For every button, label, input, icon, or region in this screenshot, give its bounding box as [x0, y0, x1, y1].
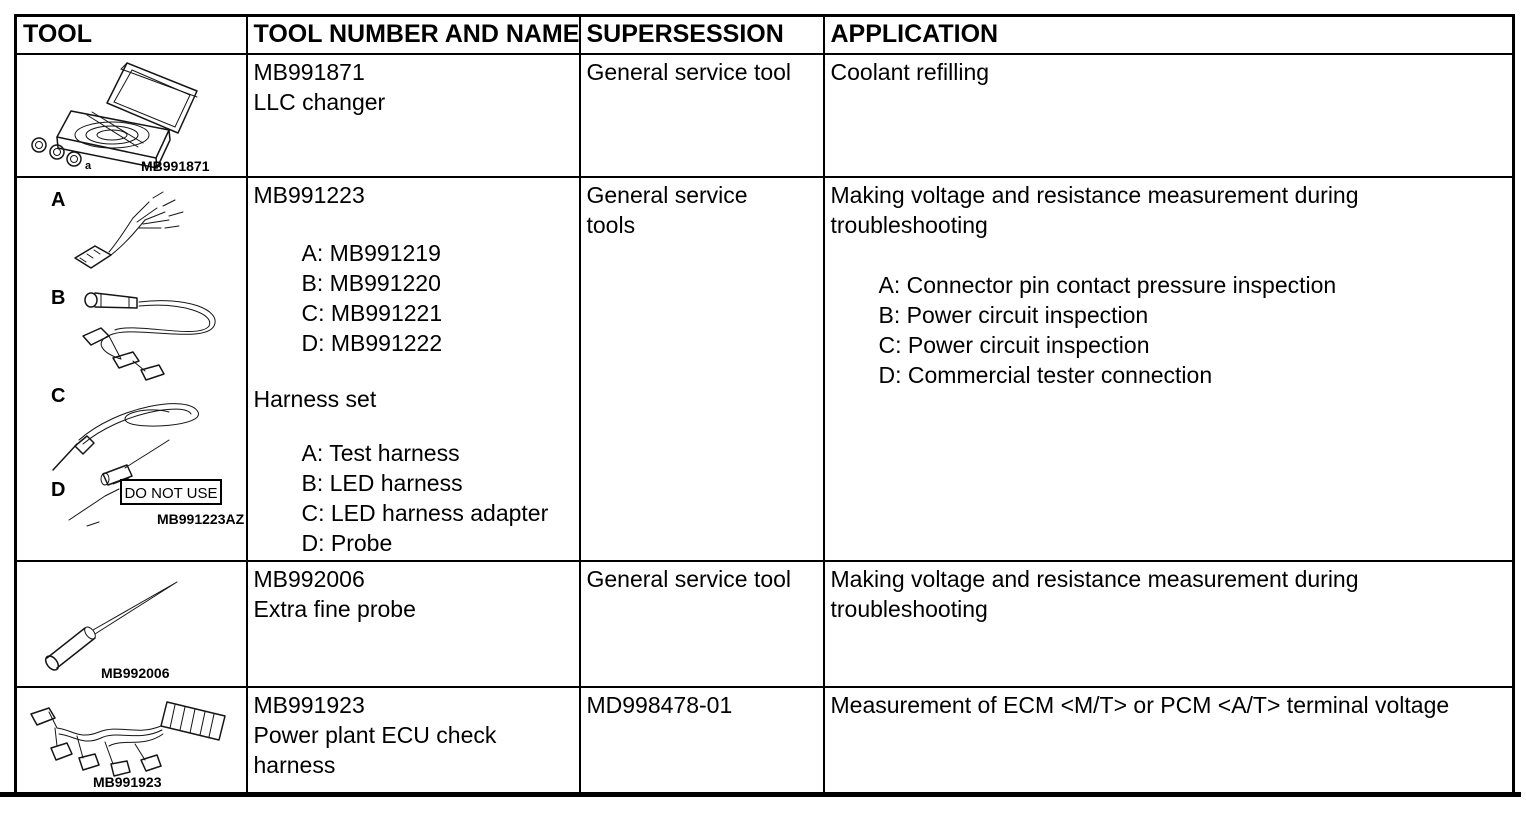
header-tool-number-and-name: TOOL NUMBER AND NAME — [245, 14, 581, 55]
application-cell: Coolant refilling — [822, 53, 1515, 178]
application-cell: Measurement of ECM <M/T> or PCM <A/T> te… — [822, 686, 1515, 795]
tool-number-cell: MB991923 Power plant ECU check harness — [245, 686, 581, 795]
ecu-check-harness-illustration: MB991923 — [30, 701, 226, 790]
sub-item: B: MB991220 — [301, 270, 441, 296]
sub-number-list: A: MB991219 B: MB991220 C: MB991221 D: M… — [302, 238, 573, 358]
sub-item: A: Test harness — [301, 440, 460, 466]
supersession-text: tools — [586, 212, 636, 238]
part-label-c: C — [51, 385, 65, 407]
header-row: TOOL TOOL NUMBER AND NAME SUPERSESSION A… — [14, 14, 1515, 55]
tool-name: Power plant ECU check — [253, 722, 497, 748]
tool-illustration-cell: MB992006 — [14, 560, 248, 688]
tool-caption: MB991223AZ — [157, 511, 244, 527]
page-bottom-rule — [0, 792, 1521, 797]
sub-item: A: MB991219 — [301, 240, 441, 266]
sub-item: A: Connector pin contact pressure inspec… — [878, 272, 1337, 298]
sub-item: C: Power circuit inspection — [878, 332, 1150, 358]
header-tool: TOOL — [14, 14, 248, 55]
part-label-b: B — [51, 287, 65, 309]
application-text: troubleshooting — [830, 596, 988, 622]
supersession-text: MD998478-01 — [586, 692, 733, 718]
sub-item: B: Power circuit inspection — [878, 302, 1149, 328]
sub-item: D: Probe — [301, 530, 393, 556]
tool-number-cell: MB991223 A: MB991219 B: MB991220 C: MB99… — [245, 176, 581, 562]
sub-item: D: MB991222 — [301, 330, 443, 356]
tool-name: harness — [253, 752, 336, 778]
supersession-cell: General service tools — [578, 176, 825, 562]
header-application: APPLICATION — [822, 14, 1515, 55]
tool-name: LLC changer — [253, 89, 386, 115]
table-row: MB992006 MB992006 Extra fine probe Gener… — [14, 560, 1515, 688]
table-row: a MB991871 MB991871 LLC changer General … — [14, 53, 1515, 178]
extra-fine-probe-illustration: MB992006 — [44, 581, 178, 681]
header-supersession: SUPERSESSION — [578, 14, 825, 55]
supersession-cell: General service tool — [578, 560, 825, 688]
tool-caption: MB991923 — [93, 774, 162, 790]
tool-number: MB991871 — [253, 59, 365, 85]
application-text: Making voltage and resistance measuremen… — [830, 182, 1359, 208]
do-not-use-label: DO NOT USE — [124, 485, 217, 502]
sub-item: C: LED harness adapter — [301, 500, 549, 526]
sub-item: D: Commercial tester connection — [878, 362, 1213, 388]
tool-number-cell: MB992006 Extra fine probe — [245, 560, 581, 688]
part-label-d: D — [51, 479, 65, 501]
supersession-text: General service tool — [586, 59, 792, 85]
supersession-cell: General service tool — [578, 53, 825, 178]
parts-note-label: a — [85, 160, 92, 172]
tool-number: MB991923 — [253, 692, 365, 718]
tool-number: MB992006 — [253, 566, 365, 592]
tool-name: Extra fine probe — [253, 596, 416, 622]
sub-item: B: LED harness — [301, 470, 463, 496]
do-not-use-box — [120, 479, 222, 505]
sub-name-list: A: Test harness B: LED harness C: LED ha… — [302, 438, 573, 558]
llc-changer-illustration: a MB991871 — [31, 62, 210, 174]
special-tool-table: TOOL TOOL NUMBER AND NAME SUPERSESSION A… — [14, 14, 1515, 795]
supersession-text: General service tool — [586, 566, 792, 592]
application-cell: Making voltage and resistance measuremen… — [822, 176, 1515, 562]
supersession-text: General service — [586, 182, 748, 208]
part-label-a: A — [51, 189, 65, 211]
tool-illustration-cell: MB991923 — [14, 686, 248, 795]
application-text: Coolant refilling — [830, 59, 990, 85]
application-text: troubleshooting — [830, 212, 988, 238]
tool-illustration-cell: a MB991871 — [14, 53, 248, 178]
tool-caption: MB992006 — [101, 665, 170, 681]
application-cell: Making voltage and resistance measuremen… — [822, 560, 1515, 688]
tool-illustration-cell: A B C — [14, 176, 248, 562]
tool-number: MB991223 — [253, 182, 365, 208]
sub-application-list: A: Connector pin contact pressure inspec… — [879, 270, 1507, 390]
table-row: A B C — [14, 176, 1515, 562]
harness-set-illustration: A B C — [51, 189, 244, 527]
table-row: MB991923 MB991923 Power plant ECU check … — [14, 686, 1515, 795]
application-text: Measurement of ECM <M/T> or PCM <A/T> te… — [830, 692, 1450, 718]
tool-caption: MB991871 — [141, 158, 210, 174]
tool-name: Harness set — [253, 386, 377, 412]
sub-item: C: MB991221 — [301, 300, 443, 326]
supersession-cell: MD998478-01 — [578, 686, 825, 795]
tool-number-cell: MB991871 LLC changer — [245, 53, 581, 178]
application-text: Making voltage and resistance measuremen… — [830, 566, 1359, 592]
